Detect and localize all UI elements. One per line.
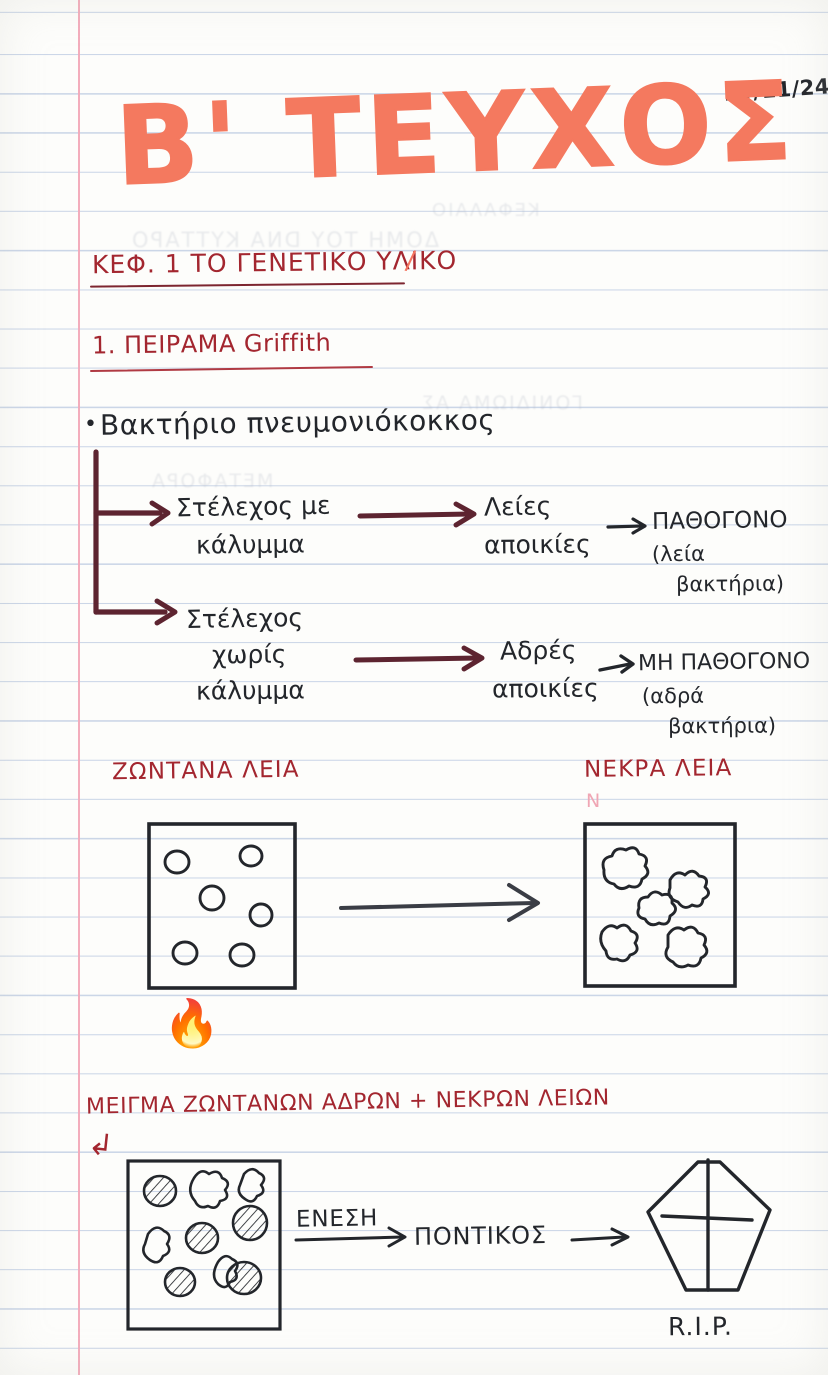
- stray-pink-mark: N: [586, 790, 601, 812]
- page-title: B' ΤΕΥΧΟΣ: [113, 58, 801, 211]
- branch-1-colony-line2: αποικίες: [483, 529, 591, 560]
- branch-1-colony-line1: Λείες: [483, 491, 552, 522]
- branch-2-result-line3: βακτήρια): [667, 713, 777, 739]
- fire-emoji: 🔥: [163, 996, 221, 1050]
- branch-2-colony-line2: αποικίες: [491, 673, 599, 704]
- branch-1-strain-line2: κάλυμμα: [195, 529, 305, 560]
- branch-1-result-line2: (λεία: [651, 541, 706, 567]
- grave-label: R.I.P.: [667, 1311, 734, 1342]
- branch-1-result-line1: ΠΑΘΟΓΟΝΟ: [651, 507, 788, 535]
- branch-1-strain-line1: Στέλεχος με: [175, 490, 331, 523]
- branch-2-result-line1: ΜΗ ΠΑΘΟΓΟΝΟ: [637, 648, 811, 677]
- branch-2-strain-line3: κάλυμμα: [195, 675, 305, 706]
- branch-2-strain-line2: χωρίς: [211, 639, 287, 670]
- branch-1-result-line3: βακτήρια): [675, 571, 785, 597]
- right-box-label: ΝΕΚΡΑ ΛΕΙΑ: [583, 755, 733, 783]
- branch-2-strain-line1: Στέλεχος: [185, 602, 304, 635]
- branch-2-colony-line1: Αδρές: [499, 635, 577, 666]
- mixture-hook-arrow: ↳: [86, 1126, 115, 1165]
- margin-line: [78, 0, 80, 1375]
- section-heading: 1. ΠΕΙΡΑΜΑ Griffith: [91, 328, 332, 360]
- chapter-heading: ΚΕΦ. 1 ΤΟ ΓΕΝΕΤΙΚΟ ΥΛΙΚΟ: [91, 245, 458, 280]
- left-box-label: ΖΩΝΤΑΝΑ ΛΕΙΑ: [111, 756, 300, 786]
- bullet-text: Βακτήριο πνευμονιόκοκκος: [99, 403, 496, 442]
- mouse-label: ΠΟΝΤΙΚΟΣ: [413, 1221, 548, 1251]
- bullet-marker: •: [84, 412, 97, 437]
- branch-2-result-line2: (αδρά: [641, 683, 705, 709]
- injection-label: ΕΝΕΣΗ: [295, 1205, 379, 1233]
